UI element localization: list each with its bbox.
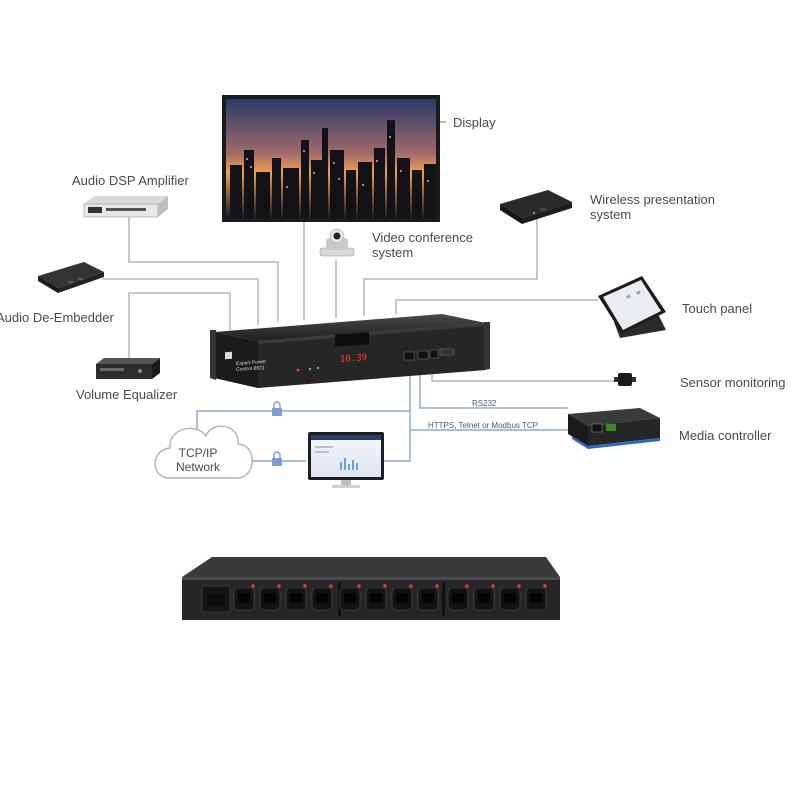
wireless-presentation-device	[500, 190, 572, 224]
outlet-bank	[233, 584, 547, 611]
media-controller-label: Media controller	[679, 428, 772, 443]
outlet-icon	[259, 584, 281, 611]
video-conference-label-line2: system	[372, 245, 414, 260]
video-conference-camera	[319, 228, 355, 257]
rs232-label: RS232	[472, 399, 497, 408]
wireless-label-line1: Wireless presentation	[590, 192, 715, 207]
outlet-icon	[391, 584, 413, 611]
audio-de-embedder-device	[38, 262, 104, 293]
sensor-device	[614, 373, 636, 386]
outlet-icon	[499, 584, 521, 611]
outlet-icon	[285, 584, 307, 611]
outlet-icon	[339, 584, 361, 611]
pdu-brand: Expert Power Control 8821	[236, 359, 266, 373]
tcpip-cloud	[154, 425, 253, 479]
display-label: Display	[453, 115, 496, 130]
audio-dsp-label: Audio DSP Amplifier	[72, 173, 189, 188]
outlet-icon	[417, 584, 439, 611]
outlet-icon	[447, 584, 469, 611]
pdu-front-device	[210, 314, 490, 388]
volume-equalizer-device	[96, 358, 160, 379]
outlet-icon	[233, 584, 255, 611]
outlet-icon	[473, 584, 495, 611]
media-controller-device	[568, 408, 660, 449]
gray-connections	[102, 216, 618, 382]
tcpip-label-line1: TCP/IP	[178, 446, 218, 460]
audio-dsp-amplifier-device	[83, 196, 168, 218]
lock-icon	[272, 401, 282, 416]
sensor-monitoring-label: Sensor monitoring	[680, 375, 786, 390]
outlet-icon	[525, 584, 547, 611]
outlet-icon	[365, 584, 387, 611]
tcpip-network-label: TCP/IP Network	[158, 446, 238, 474]
wireless-label-line2: system	[590, 207, 632, 222]
audio-de-embedder-label: Audio De-Embedder	[0, 310, 114, 325]
outlet-icon	[311, 584, 333, 611]
touch-panel-label: Touch panel	[682, 301, 753, 316]
protocols-label: HTTPS, Telnet or Modbus TCP	[428, 421, 538, 430]
video-conference-label-line1: Video conference	[372, 230, 473, 245]
volume-equalizer-label: Volume Equalizer	[76, 387, 178, 402]
pdu-readout: 10.39	[340, 353, 368, 365]
monitor-device	[308, 432, 384, 488]
touch-panel-device	[598, 276, 666, 338]
display-device	[222, 95, 446, 222]
lock-icon	[272, 451, 282, 466]
blue-connections	[196, 364, 568, 462]
tcpip-label-line2: Network	[175, 460, 220, 474]
